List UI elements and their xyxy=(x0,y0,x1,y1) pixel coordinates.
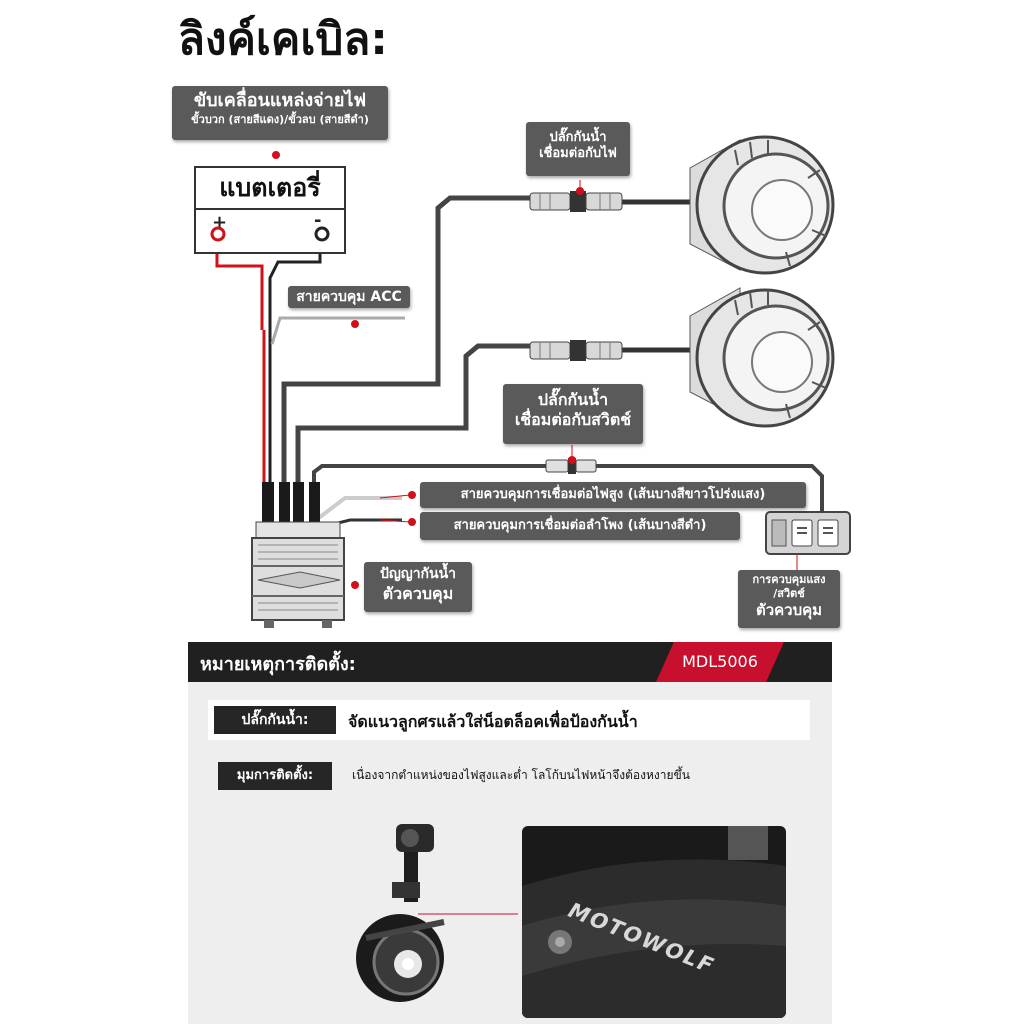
controller-box xyxy=(251,521,345,628)
horn-wire-tag: สายควบคุมการเชื่อมต่อลำโพง (เส้นบางสีดำ) xyxy=(420,512,740,540)
power-source-tag: ขับเคลื่อนแหล่งจ่ายไฟ ขั้วบวก (สายสีแดง)… xyxy=(172,86,388,140)
controller-line1: ปัญญากันน้ำ xyxy=(379,566,457,582)
plug-light-line1: ปลั๊กกันน้ำ xyxy=(549,130,607,145)
installation-notes-panel: หมายเหตุการติดตั้ง: MDL5006 ปลั๊กกันน้ำ:… xyxy=(188,642,832,1024)
plug-note-label: ปลั๊กกันน้ำ: xyxy=(214,706,336,734)
negative-wire xyxy=(268,234,322,490)
logo-closeup-photo: MOTOWOLF xyxy=(522,826,786,1018)
switch-ctrl-line2: /สวิตช์ xyxy=(773,586,805,600)
pin-dot xyxy=(568,456,576,464)
notes-header: หมายเหตุการติดตั้ง: MDL5006 xyxy=(188,642,832,682)
positive-wire xyxy=(215,234,264,330)
pin-dot xyxy=(272,151,280,159)
controller-tag: ปัญญากันน้ำ ตัวควบคุม xyxy=(364,562,472,612)
high-beam-wire-tag: สายควบคุมการเชื่อมต่อไฟสูง (เส้นบางสีขาว… xyxy=(420,482,806,508)
pin-dot xyxy=(408,491,416,499)
switch-ctrl-line1: การควบคุมแสง xyxy=(752,573,826,586)
pin-dot xyxy=(351,581,359,589)
power-source-line1: ขับเคลื่อนแหล่งจ่ายไฟ xyxy=(193,90,367,111)
lamp2-wire xyxy=(295,343,534,490)
battery-terminals-icon xyxy=(210,226,330,242)
angle-note-text: เนื่องจากตำแหน่งของไฟสูงและต่ำ โลโก้บนไฟ… xyxy=(352,768,690,782)
plug-light-line2: เชื่อมต่อกับไฟ xyxy=(539,146,617,162)
acc-tag: สายควบคุม ACC xyxy=(288,286,410,308)
fog-lamp-2 xyxy=(689,287,835,428)
model-badge: MDL5006 xyxy=(656,642,784,682)
switch-wire-left xyxy=(312,464,548,490)
battery: แบตเตอรี่ + - xyxy=(194,166,346,254)
angle-note-label: มุมการติดตั้ง: xyxy=(218,762,332,790)
pin-dot xyxy=(351,320,359,328)
plug-note-text: จัดแนวลูกศรแล้วใส่น็อตล็อคเพื่อป้องกันน้… xyxy=(348,712,638,731)
acc-wire xyxy=(270,316,405,345)
switch-controller-tag: การควบคุมแสง /สวิตช์ ตัวควบคุม xyxy=(738,570,840,628)
plug-switch-line2: เชื่อมต่อกับสวิตช์ xyxy=(514,410,632,429)
plug-light-tag: ปลั๊กกันน้ำ เชื่อมต่อกับไฟ xyxy=(526,122,630,176)
switch-connector xyxy=(545,458,597,474)
light-connector-1 xyxy=(529,191,623,212)
switch-unit xyxy=(765,511,851,555)
mounted-lamp-illustration xyxy=(356,824,518,1002)
light-connector-2 xyxy=(529,340,623,361)
controller-line2: ตัวควบคุม xyxy=(382,583,454,603)
notes-heading: หมายเหตุการติดตั้ง: xyxy=(200,654,356,675)
switch-ctrl-line3: ตัวควบคุม xyxy=(755,600,823,619)
plug-switch-tag: ปลั๊กกันน้ำ เชื่อมต่อกับสวิตช์ xyxy=(503,384,643,444)
high-beam-wire xyxy=(314,496,402,522)
wiring-diagram xyxy=(215,135,851,628)
fog-lamp-1 xyxy=(689,135,835,275)
lamp1-wire xyxy=(281,195,534,490)
pin-dot xyxy=(408,518,416,526)
lamp-closeup-shape xyxy=(522,826,786,1018)
page-title: ลิงค์เคเบิล: xyxy=(178,14,388,65)
battery-label: แบตเตอรี่ xyxy=(196,168,344,210)
pin-dot xyxy=(576,187,584,195)
power-source-line2: ขั้วบวก (สายสีแดง)/ขั้วลบ (สายสีดำ) xyxy=(191,112,369,126)
plug-switch-line1: ปลั๊กกันน้ำ xyxy=(537,390,609,409)
switch-wire-right xyxy=(592,464,824,512)
battery-minus-sign: - xyxy=(314,210,322,231)
